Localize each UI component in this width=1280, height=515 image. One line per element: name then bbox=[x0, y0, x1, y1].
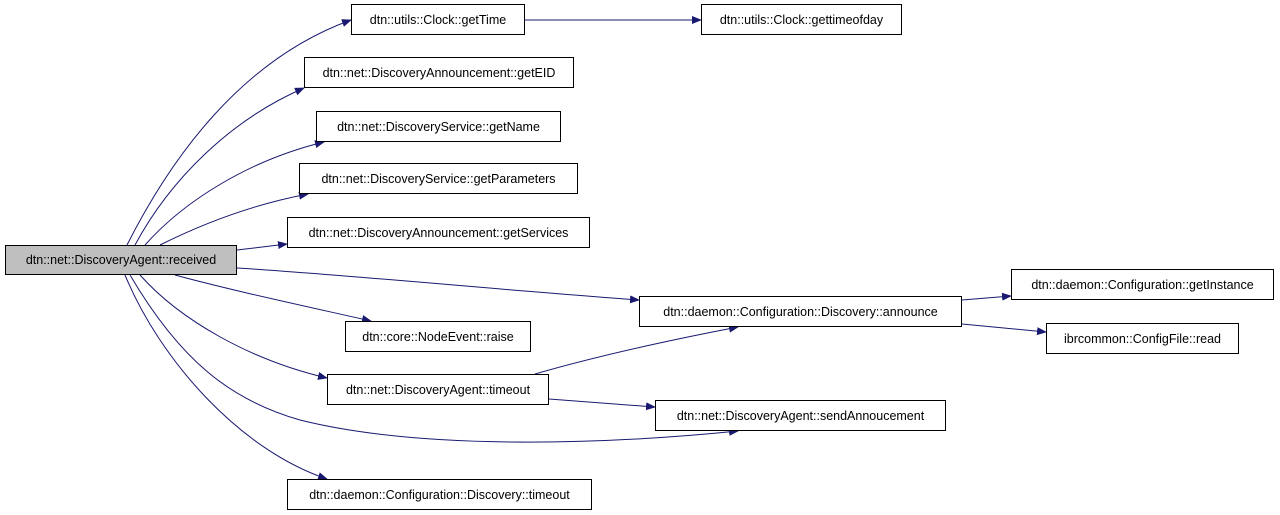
node-discoveryservice-getname[interactable]: dtn::net::DiscoveryService::getName bbox=[316, 111, 561, 142]
node-discoveryannouncement-getservices[interactable]: dtn::net::DiscoveryAnnouncement::getServ… bbox=[287, 217, 590, 248]
edge-received-to-agent_sendannoucement bbox=[129, 274, 739, 443]
edge-received-to-agent_timeout bbox=[139, 274, 328, 380]
node-discoveryannouncement-geteid[interactable]: dtn::net::DiscoveryAnnouncement::getEID bbox=[304, 57, 574, 88]
node-configfile-read[interactable]: ibrcommon::ConfigFile::read bbox=[1046, 323, 1239, 354]
edge-config_discovery_announce-to-config_getinstance bbox=[961, 292, 1012, 301]
edge-received-to-nodeevent_raise bbox=[174, 274, 372, 323]
edge-agent_timeout-to-agent_sendannoucement bbox=[548, 398, 656, 411]
node-clock-gettimeofday[interactable]: dtn::utils::Clock::gettimeofday bbox=[701, 4, 902, 35]
edge-received-to-service_getname bbox=[144, 140, 325, 246]
edge-received-to-clock_gettime bbox=[126, 19, 352, 246]
edge-received-to-config_discovery_announce bbox=[236, 267, 640, 304]
node-configuration-discovery-announce[interactable]: dtn::daemon::Configuration::Discovery::a… bbox=[639, 296, 962, 327]
node-discoveryagent-timeout[interactable]: dtn::net::DiscoveryAgent::timeout bbox=[327, 374, 549, 405]
edge-received-to-service_getparameters bbox=[159, 191, 309, 246]
node-clock-gettime[interactable]: dtn::utils::Clock::getTime bbox=[351, 4, 525, 35]
edge-received-to-announcement_geteid bbox=[134, 87, 305, 246]
node-discoveryagent-received: dtn::net::DiscoveryAgent::received bbox=[5, 245, 237, 275]
edge-agent_timeout-to-config_discovery_announce bbox=[534, 324, 739, 375]
node-configuration-discovery-timeout[interactable]: dtn::daemon::Configuration::Discovery::t… bbox=[287, 479, 592, 510]
node-configuration-getinstance[interactable]: dtn::daemon::Configuration::getInstance bbox=[1011, 269, 1274, 300]
node-nodeevent-raise[interactable]: dtn::core::NodeEvent::raise bbox=[345, 321, 531, 352]
node-discoveryagent-sendannoucement[interactable]: dtn::net::DiscoveryAgent::sendAnnoucemen… bbox=[655, 400, 946, 431]
edge-config_discovery_announce-to-configfile_read bbox=[961, 323, 1047, 336]
edge-received-to-config_discovery_timeout bbox=[124, 274, 328, 480]
node-discoveryservice-getparameters[interactable]: dtn::net::DiscoveryService::getParameter… bbox=[299, 163, 578, 194]
edge-received-to-announcement_getservices bbox=[236, 241, 288, 251]
